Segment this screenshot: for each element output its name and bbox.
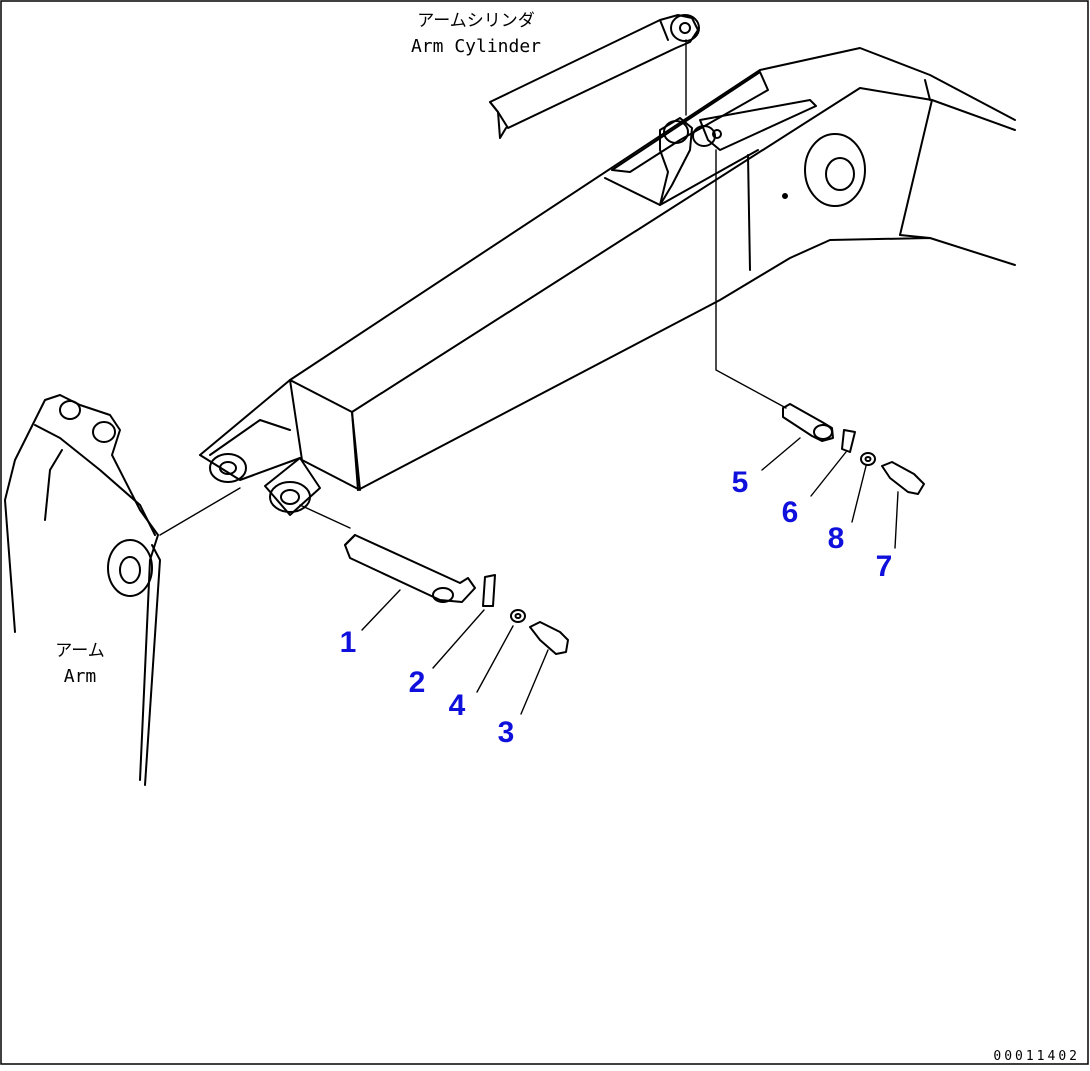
arm-label-en: Arm [64, 666, 97, 687]
drawing-number: 00011402 [993, 1049, 1080, 1064]
plate-2 [482, 574, 496, 607]
arm-cylinder-label-en: Arm Cylinder [411, 36, 541, 57]
callout-1: 1 [340, 626, 357, 659]
washer-4 [510, 609, 526, 623]
bolt-7 [881, 461, 925, 495]
leader-lines [361, 437, 899, 715]
callout-3: 3 [498, 716, 515, 749]
arm [4, 394, 161, 786]
callout-2: 2 [409, 666, 426, 699]
washer-8 [860, 452, 876, 466]
pin-5 [782, 403, 834, 442]
callout-5: 5 [732, 466, 749, 499]
callout-6: 6 [782, 496, 799, 529]
callout-4: 4 [449, 689, 466, 722]
callout-7: 7 [876, 550, 893, 583]
callout-8: 8 [828, 522, 845, 555]
assembly-lines [159, 39, 787, 536]
arm-cylinder [489, 14, 700, 139]
arm-cylinder-label-jp: アームシリンダ [417, 11, 534, 31]
arm-label-jp: アーム [55, 641, 104, 661]
bolt-3 [529, 621, 569, 655]
pin-1 [344, 534, 476, 603]
boom [199, 47, 1016, 516]
plate-6 [841, 429, 856, 453]
